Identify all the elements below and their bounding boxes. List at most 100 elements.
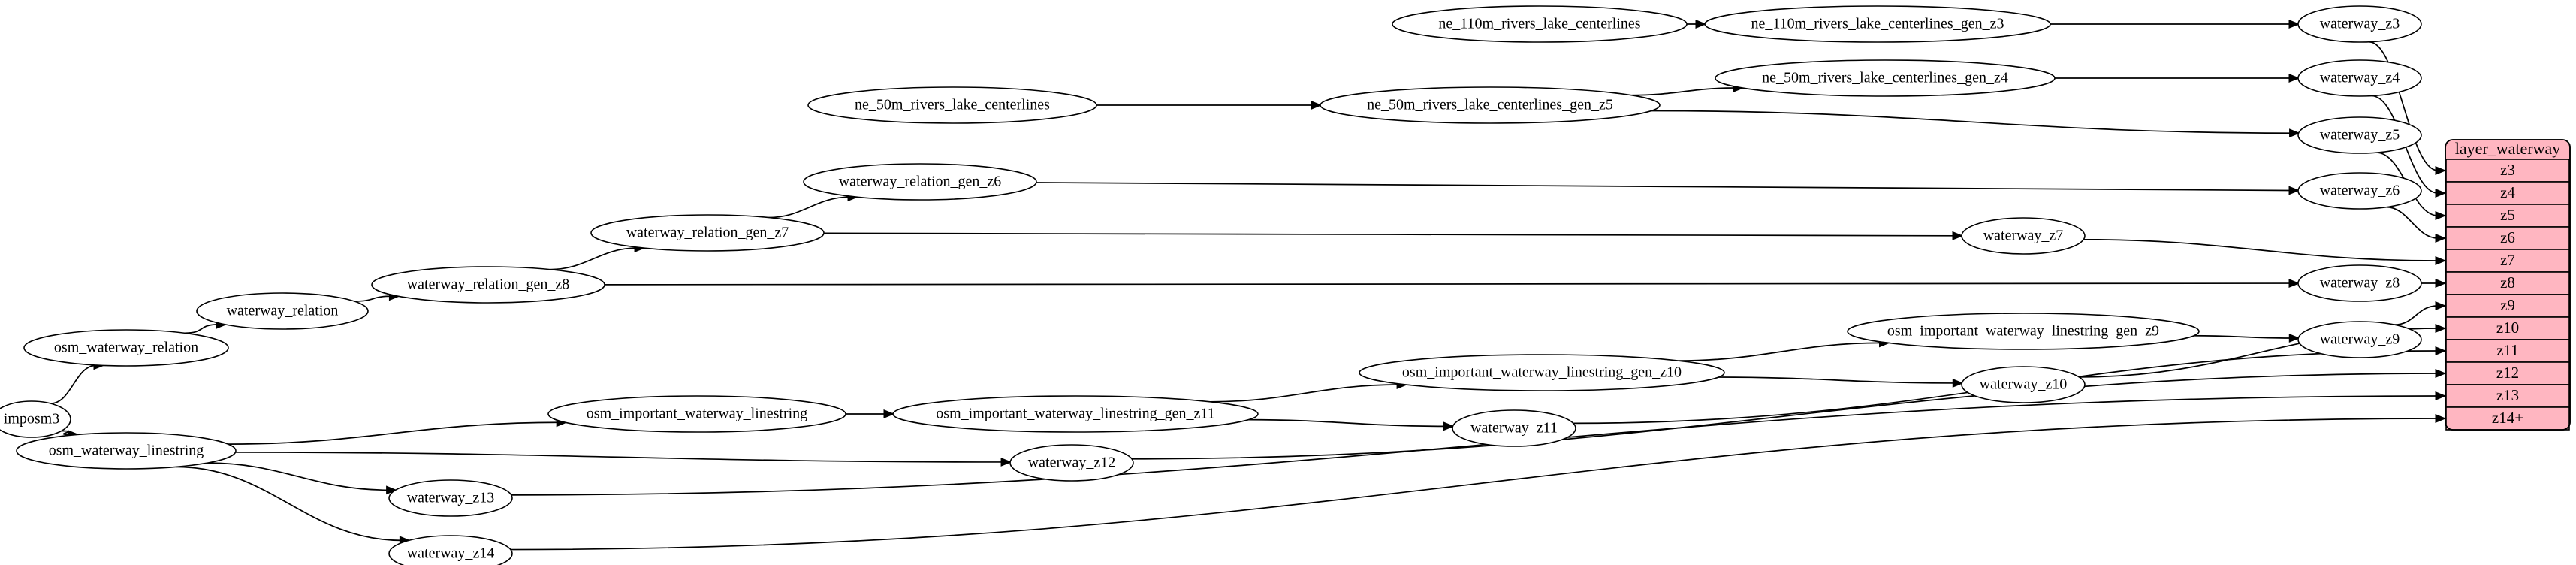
node-osm_waterway_relation[interactable]: osm_waterway_relation [23, 329, 229, 367]
node-ellipse-osm_waterway_relation[interactable] [23, 329, 229, 367]
node-waterway_relation_gen_z7[interactable]: waterway_relation_gen_z7 [590, 214, 825, 252]
node-ellipse-waterway_z14[interactable] [388, 535, 513, 565]
node-waterway_relation[interactable]: waterway_relation [196, 292, 369, 330]
layer-waterway-row-z6[interactable] [2445, 226, 2570, 250]
node-ellipse-osm_important_waterway_linestring[interactable] [547, 395, 846, 433]
node-ellipse-ne_50m_rivers_lake_centerlines_gen_z5[interactable] [1320, 86, 1661, 124]
edge-arrowhead [2288, 20, 2300, 29]
layer-waterway-table: layer_waterwayz3z4z5z6z7z8z9z10z11z12z13… [2445, 139, 2571, 431]
node-waterway_z13[interactable]: waterway_z13 [388, 479, 513, 517]
node-waterway_z3[interactable]: waterway_z3 [2297, 5, 2422, 43]
layer-waterway-row-z9[interactable] [2445, 294, 2570, 318]
node-ellipse-waterway_z9[interactable] [2297, 321, 2422, 358]
node-waterway_z10[interactable]: waterway_z10 [1961, 366, 2086, 403]
edge-arrowhead [883, 409, 895, 418]
edge-arrowhead [386, 485, 397, 495]
edge-arrowhead [1952, 231, 1964, 240]
edge-arrowhead [1443, 421, 1455, 431]
edge-waterway_relation_gen_z6-to-waterway_z6 [1036, 182, 2292, 192]
layer-waterway-row-z5[interactable] [2445, 204, 2570, 228]
edge-osm_waterway_relation-to-waterway_relation [184, 324, 219, 334]
edge-arrowhead [2435, 279, 2447, 288]
node-osm_important_waterway_linestring_gen_z10[interactable]: osm_important_waterway_linestring_gen_z1… [1359, 354, 1725, 391]
layer-waterway-row-z8[interactable] [2445, 271, 2570, 295]
node-waterway_relation_gen_z8[interactable]: waterway_relation_gen_z8 [371, 266, 605, 304]
node-waterway_z8[interactable]: waterway_z8 [2297, 264, 2422, 302]
node-ellipse-ne_50m_rivers_lake_centerlines_gen_z4[interactable] [1715, 59, 2056, 97]
node-ellipse-ne_110m_rivers_lake_centerlines_gen_z3[interactable] [1704, 5, 2051, 43]
node-waterway_relation_gen_z6[interactable]: waterway_relation_gen_z6 [803, 163, 1037, 201]
node-ne_50m_rivers_lake_centerlines[interactable]: ne_50m_rivers_lake_centerlines [807, 86, 1097, 124]
edge-imposm3-to-osm_waterway_relation [50, 364, 97, 404]
layer-waterway-row-z7[interactable] [2445, 249, 2570, 273]
edge-waterway_relation_gen_z8-to-waterway_relation_gen_z7 [550, 247, 638, 270]
node-waterway_z11[interactable]: waterway_z11 [1452, 409, 1576, 447]
node-ellipse-ne_50m_rivers_lake_centerlines[interactable] [807, 86, 1097, 124]
nodes-layer: imposm3 osm_waterway_relation osm_waterway… [0, 5, 2422, 565]
edge-arrowhead [2288, 334, 2300, 343]
node-waterway_z6[interactable]: waterway_z6 [2297, 172, 2422, 210]
layer-waterway-row-z10[interactable] [2445, 316, 2570, 340]
node-ellipse-waterway_z7[interactable] [1961, 217, 2086, 255]
node-ellipse-ne_110m_rivers_lake_centerlines[interactable] [1392, 5, 1688, 43]
edge-arrowhead [2435, 369, 2447, 378]
edge-arrowhead [1695, 20, 1707, 29]
node-waterway_z5[interactable]: waterway_z5 [2297, 116, 2422, 154]
edge-osm_important_waterway_linestring_gen_z11-to-waterway_z11 [1248, 418, 1446, 428]
layer-waterway-row-z13[interactable] [2445, 384, 2570, 408]
node-waterway_z4[interactable]: waterway_z4 [2297, 59, 2422, 97]
edge-waterway_z13-to-layer_waterway-z13 [511, 395, 2439, 496]
edge-waterway_relation_gen_z8-to-waterway_z8 [604, 282, 2292, 286]
node-waterway_z9[interactable]: waterway_z9 [2297, 321, 2422, 358]
edge-osm_waterway_linestring-to-waterway_z13 [207, 462, 389, 491]
node-ne_110m_rivers_lake_centerlines[interactable]: ne_110m_rivers_lake_centerlines [1392, 5, 1688, 43]
node-osm_important_waterway_linestring[interactable]: osm_important_waterway_linestring [547, 395, 846, 433]
edge-waterway_z3-to-layer_waterway-z3 [2369, 41, 2439, 171]
node-ellipse-osm_important_waterway_linestring_gen_z9[interactable] [1847, 313, 2200, 350]
layer-waterway-row-z3[interactable] [2445, 159, 2570, 183]
layer-waterway-row-z11[interactable] [2445, 339, 2570, 363]
node-ellipse-waterway_z3[interactable] [2297, 5, 2422, 43]
node-ne_50m_rivers_lake_centerlines_gen_z4[interactable]: ne_50m_rivers_lake_centerlines_gen_z4 [1715, 59, 2056, 97]
node-ellipse-osm_important_waterway_linestring_gen_z11[interactable] [892, 395, 1259, 433]
node-imposm3[interactable]: imposm3 [0, 400, 71, 438]
edge-arrowhead [2435, 211, 2447, 220]
node-ellipse-waterway_z12[interactable] [1009, 444, 1134, 482]
node-ellipse-waterway_z8[interactable] [2297, 264, 2422, 302]
layer-waterway-row-z4[interactable] [2445, 181, 2570, 205]
edge-arrowhead [2288, 186, 2300, 195]
node-ellipse-waterway_relation_gen_z7[interactable] [590, 214, 825, 252]
node-ellipse-osm_waterway_linestring[interactable] [16, 432, 237, 470]
node-ellipse-waterway_relation_gen_z6[interactable] [803, 163, 1037, 201]
node-ellipse-waterway_z10[interactable] [1961, 366, 2086, 403]
node-ne_110m_rivers_lake_centerlines_gen_z3[interactable]: ne_110m_rivers_lake_centerlines_gen_z3 [1704, 5, 2051, 43]
edge-arrowhead [1311, 101, 1323, 110]
edges-layer [50, 20, 2447, 551]
node-ellipse-waterway_z6[interactable] [2297, 172, 2422, 210]
edge-arrowhead [2435, 166, 2447, 175]
node-ne_50m_rivers_lake_centerlines_gen_z5[interactable]: ne_50m_rivers_lake_centerlines_gen_z5 [1320, 86, 1661, 124]
edge-arrowhead [2435, 414, 2447, 423]
node-osm_important_waterway_linestring_gen_z11[interactable]: osm_important_waterway_linestring_gen_z1… [892, 395, 1259, 433]
edge-arrowhead [2435, 324, 2447, 333]
node-ellipse-waterway_z11[interactable] [1452, 409, 1576, 447]
edge-arrowhead [2435, 346, 2447, 355]
node-ellipse-imposm3[interactable] [0, 400, 71, 438]
node-ellipse-waterway_relation[interactable] [196, 292, 369, 330]
edge-waterway_relation-to-waterway_relation_gen_z8 [354, 295, 392, 302]
node-ellipse-waterway_z5[interactable] [2297, 116, 2422, 154]
layer-waterway-row-z14plus[interactable] [2445, 406, 2570, 431]
node-waterway_z7[interactable]: waterway_z7 [1961, 217, 2086, 255]
node-ellipse-waterway_z13[interactable] [388, 479, 513, 517]
node-osm_waterway_linestring[interactable]: osm_waterway_linestring [16, 432, 237, 470]
node-ellipse-waterway_relation_gen_z8[interactable] [371, 266, 605, 304]
node-ellipse-waterway_z4[interactable] [2297, 59, 2422, 97]
edge-ne_50m_rivers_lake_centerlines_gen_z5-to-waterway_z5 [1651, 110, 2292, 134]
node-waterway_z12[interactable]: waterway_z12 [1009, 444, 1134, 482]
node-ellipse-osm_important_waterway_linestring_gen_z10[interactable] [1359, 354, 1725, 391]
node-osm_important_waterway_linestring_gen_z9[interactable]: osm_important_waterway_linestring_gen_z9 [1847, 313, 2200, 350]
edge-osm_waterway_linestring-to-waterway_z12 [235, 452, 1004, 463]
layer-waterway-row-z12[interactable] [2445, 361, 2570, 385]
